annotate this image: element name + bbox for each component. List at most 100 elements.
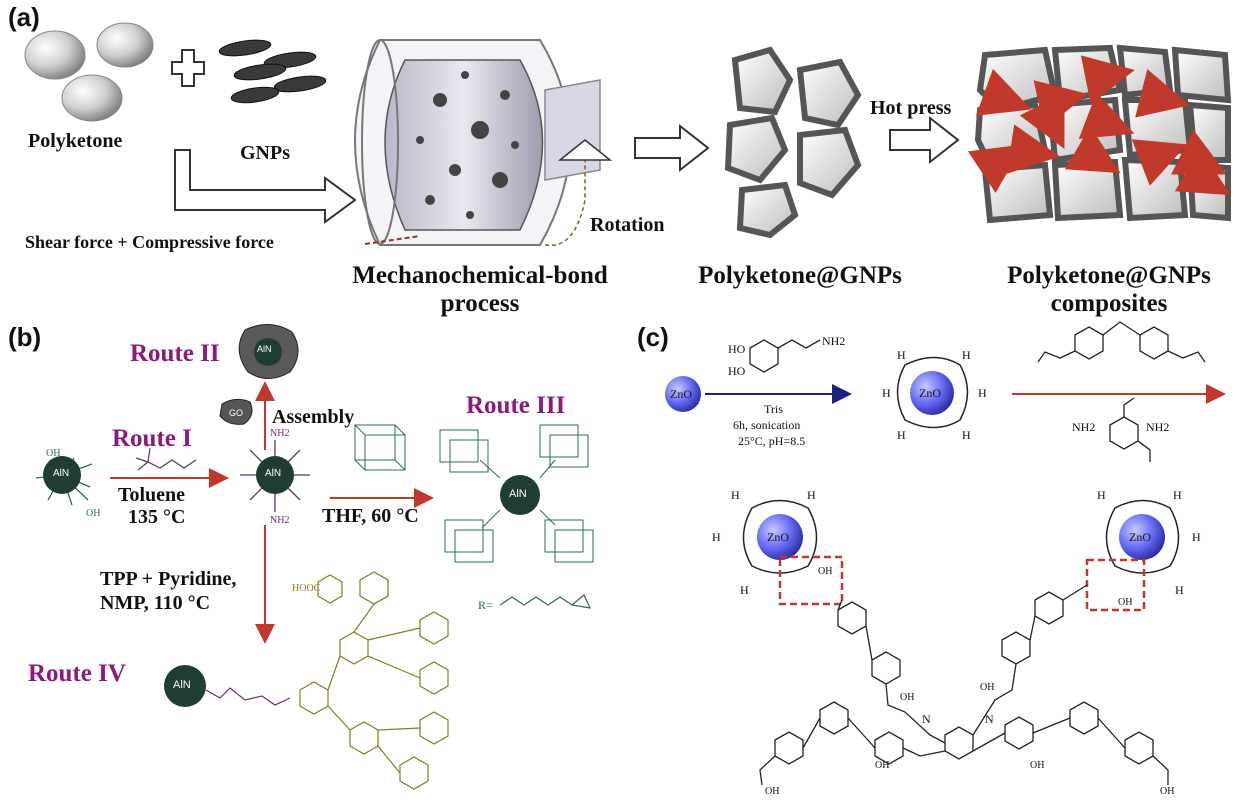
nh2-label: NH2 bbox=[1072, 420, 1096, 434]
zno-particle bbox=[757, 514, 803, 560]
oh-label: OH bbox=[765, 786, 780, 797]
gnps-label: GNPs bbox=[240, 142, 290, 164]
h-label: H bbox=[1173, 488, 1182, 502]
ho-label: HO bbox=[728, 342, 746, 356]
plus-icon bbox=[171, 49, 205, 87]
oh-label: OH bbox=[1118, 597, 1133, 608]
oh-label: OH bbox=[1160, 786, 1175, 797]
assembly-label: Assembly bbox=[272, 406, 355, 428]
panel-b-tag: (b) bbox=[8, 322, 42, 352]
h-label: H bbox=[740, 583, 749, 597]
panel-c-tag: (c) bbox=[637, 322, 669, 352]
aln-label: AlN bbox=[509, 488, 527, 500]
oh-label: OH bbox=[818, 566, 833, 577]
composite-block bbox=[967, 44, 1232, 224]
zno-label: ZnO bbox=[919, 386, 941, 400]
zno-particle bbox=[665, 376, 701, 412]
n-label: N bbox=[985, 712, 994, 726]
h-label: H bbox=[1192, 530, 1201, 544]
h-label: H bbox=[1097, 488, 1106, 502]
h-label: H bbox=[807, 488, 816, 502]
tpp-label: TPP + Pyridine, bbox=[100, 568, 237, 590]
cond-label: 25°C, pH=8.5 bbox=[738, 434, 806, 448]
oh-label: OH bbox=[875, 760, 890, 771]
gnp-flakes bbox=[218, 39, 327, 104]
zno-label: ZnO bbox=[670, 387, 692, 401]
h-label: H bbox=[962, 348, 971, 362]
go-label: GO bbox=[229, 408, 244, 418]
aln-particle bbox=[500, 475, 540, 515]
time-label: 6h, sonication bbox=[733, 418, 801, 432]
nh2-label: NH2 bbox=[270, 515, 290, 526]
silane-linker bbox=[205, 687, 291, 706]
zno-label: ZnO bbox=[767, 530, 789, 544]
dopamine-structure bbox=[749, 339, 821, 373]
zno-label: ZnO bbox=[1129, 530, 1151, 544]
hot-press-label: Hot press bbox=[870, 97, 952, 119]
h-label: H bbox=[978, 386, 987, 400]
nh2-label: NH2 bbox=[1146, 420, 1170, 434]
h-label: H bbox=[1175, 583, 1184, 597]
r-group bbox=[499, 596, 573, 606]
nmp-label: NMP, 110 °C bbox=[100, 592, 211, 614]
h-label: H bbox=[731, 488, 740, 502]
poss-reagent bbox=[354, 424, 406, 471]
thf-label: THF, 60 °C bbox=[322, 505, 419, 527]
aln-particle bbox=[43, 456, 81, 494]
poss-shell bbox=[439, 424, 594, 563]
h-label: H bbox=[712, 530, 721, 544]
epoxy-monomer bbox=[1037, 321, 1206, 363]
oh-label: OH bbox=[46, 448, 61, 459]
process-title: Mechanochemical-bond process bbox=[352, 262, 608, 317]
zno-particle bbox=[910, 371, 954, 415]
zno-particle bbox=[1119, 514, 1165, 560]
ho-label: HO bbox=[728, 364, 746, 378]
polyketone-label: Polyketone bbox=[28, 130, 123, 152]
route-ii-label: Route II bbox=[130, 340, 220, 367]
panel-c-graphics bbox=[665, 321, 1226, 786]
panel-a-tag: (a) bbox=[8, 2, 40, 32]
r-label: R= bbox=[478, 598, 493, 612]
coated-particles bbox=[724, 46, 862, 239]
process-arrow bbox=[634, 123, 710, 173]
feed-arrow bbox=[174, 149, 357, 224]
aln-particle bbox=[256, 456, 294, 494]
oh-label: OH bbox=[1030, 760, 1045, 771]
polyketone-particle bbox=[24, 30, 86, 80]
epoxy-network bbox=[759, 584, 1169, 786]
oh-label: OH bbox=[86, 508, 101, 519]
hot-press-arrow bbox=[889, 115, 960, 165]
coated-title: Polyketone@GNPs bbox=[698, 262, 902, 289]
panel-a-graphics bbox=[24, 22, 1232, 247]
tris-label: Tris bbox=[764, 402, 783, 416]
temp-135-label: 135 °C bbox=[128, 506, 186, 528]
h-label: H bbox=[897, 348, 906, 362]
polyketone-particle bbox=[96, 22, 154, 68]
mixing-drum bbox=[354, 39, 613, 247]
h-label: H bbox=[897, 428, 906, 442]
h-label: H bbox=[882, 386, 891, 400]
aln-particle bbox=[254, 338, 282, 366]
nh2-label: NH2 bbox=[822, 334, 846, 348]
composite-title: Polyketone@GNPs composites bbox=[1007, 262, 1211, 317]
toluene-label: Toluene bbox=[118, 484, 186, 506]
aln-label: AlN bbox=[257, 344, 272, 354]
force-label: Shear force + Compressive force bbox=[25, 232, 274, 252]
route-iv-label: Route IV bbox=[28, 660, 126, 687]
n-label: N bbox=[922, 712, 931, 726]
amide-dendron bbox=[299, 571, 449, 790]
oh-label: OH bbox=[980, 682, 995, 693]
aln-particle bbox=[164, 665, 206, 707]
diaminobenzoic-acid bbox=[317, 574, 343, 604]
aln-label: AlN bbox=[173, 679, 191, 691]
route-i-label: Route I bbox=[112, 425, 192, 452]
rotation-label: Rotation bbox=[590, 214, 665, 236]
polyketone-particle bbox=[61, 74, 123, 122]
force-pointer bbox=[364, 235, 421, 245]
go-sheet bbox=[219, 398, 253, 425]
diamine-monomer bbox=[1109, 397, 1151, 462]
oh-label: OH bbox=[900, 692, 915, 703]
aln-label: AlN bbox=[53, 468, 70, 479]
aln-label: AlN bbox=[265, 468, 282, 479]
